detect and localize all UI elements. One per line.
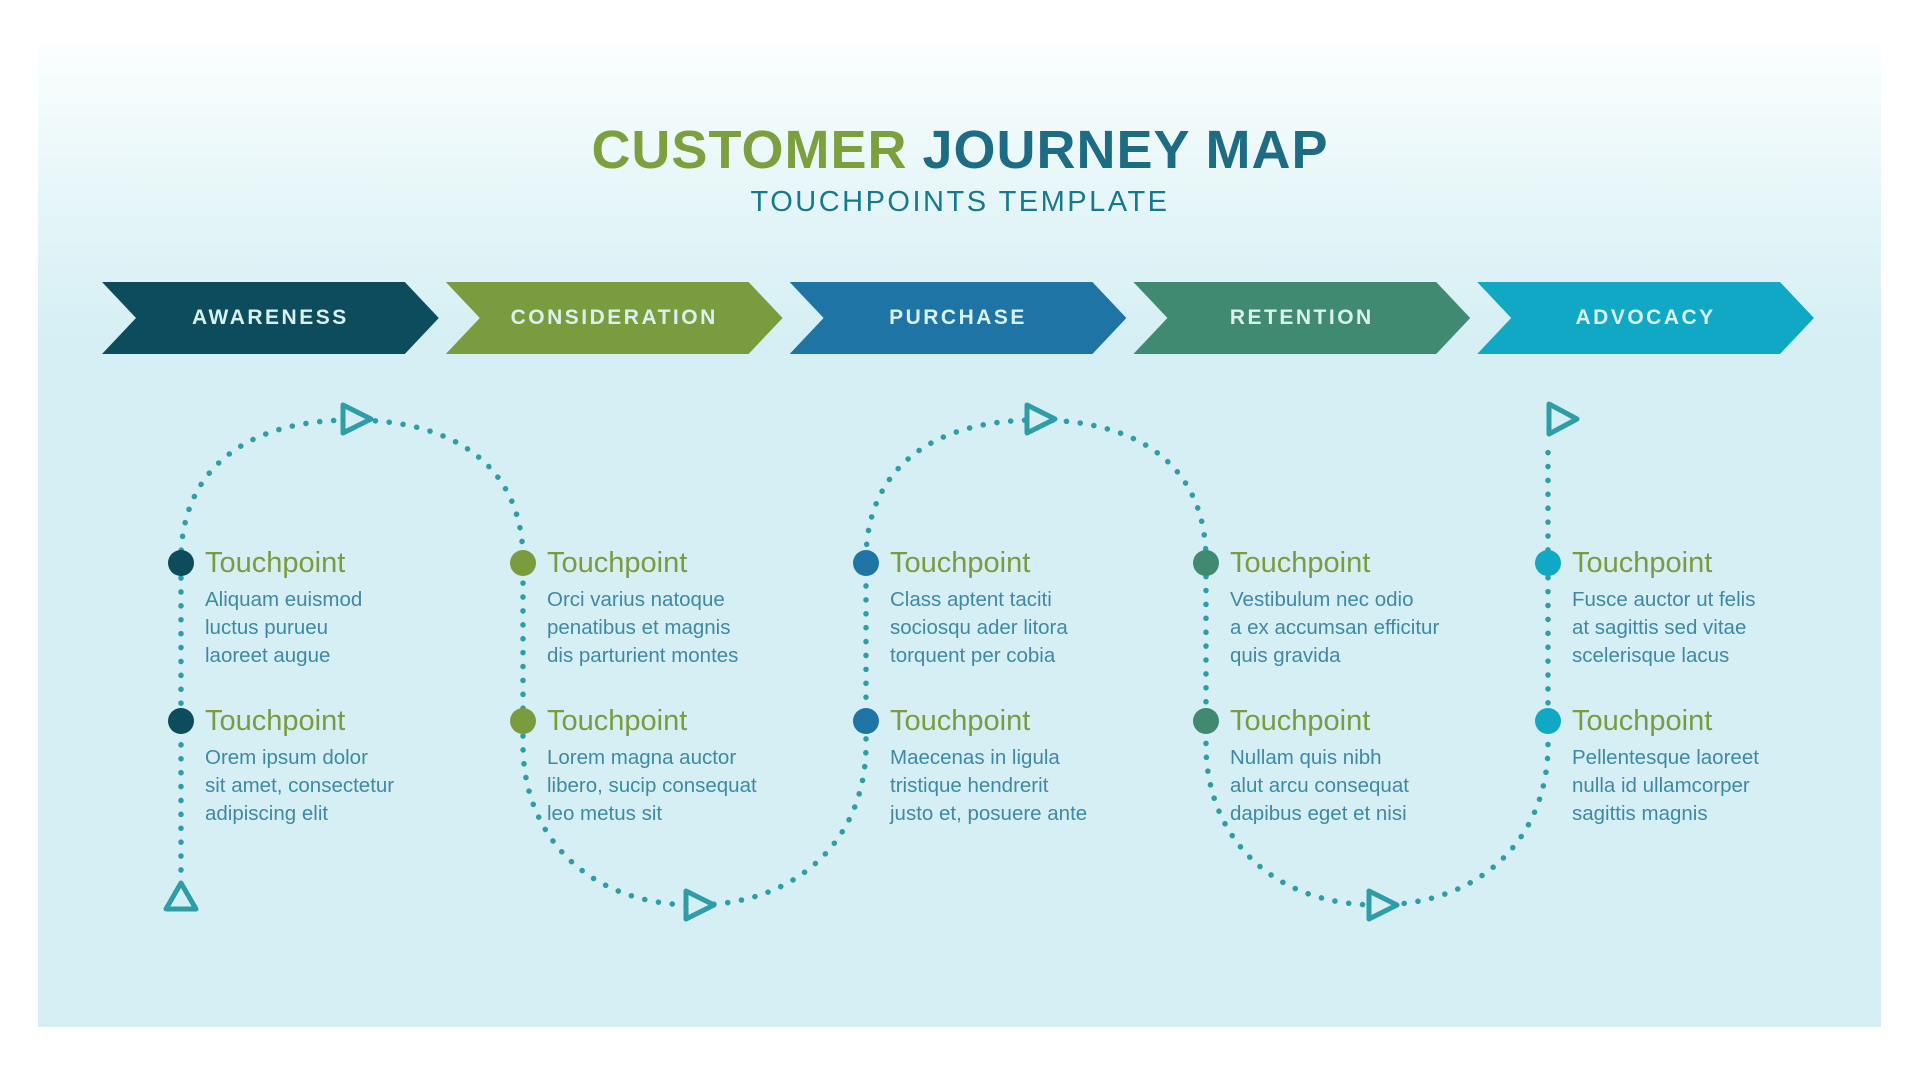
page-title-word-journey-map: JOURNEY MAP bbox=[922, 120, 1329, 180]
touchpoint-item: Touchpoint Aliquam euismod luctus purueu… bbox=[168, 546, 362, 670]
touchpoint-item: Touchpoint Class aptent taciti sociosqu … bbox=[853, 546, 1068, 670]
touchpoint-description-line: Aliquam euismod bbox=[205, 588, 363, 611]
touchpoint-bullet-icon bbox=[168, 550, 194, 576]
touchpoint-description-line: laoreet augue bbox=[205, 644, 331, 667]
stage-banner-label: ADVOCACY bbox=[1575, 306, 1716, 329]
touchpoint-title: Touchpoint bbox=[890, 705, 1031, 737]
touchpoint-description-line: torquent per cobia bbox=[890, 644, 1056, 667]
touchpoint-description-line: nulla id ullamcorper bbox=[1572, 774, 1750, 797]
touchpoint-description-line: Nullam quis nibh bbox=[1230, 746, 1382, 769]
touchpoint-description-line: sociosqu ader litora bbox=[890, 616, 1068, 639]
touchpoint-description: Vestibulum nec odio a ex accumsan effici… bbox=[1230, 586, 1439, 670]
touchpoint-description: Nullam quis nibh alut arcu consequat dap… bbox=[1230, 744, 1409, 828]
touchpoint-bullet-icon bbox=[1535, 550, 1561, 576]
touchpoint-description-line: at sagittis sed vitae bbox=[1572, 616, 1747, 639]
stage-banner-consideration: CONSIDERATION bbox=[446, 282, 783, 354]
stage-banner-label: RETENTION bbox=[1229, 306, 1374, 329]
touchpoint-description-line: justo et, posuere ante bbox=[890, 802, 1088, 825]
touchpoint-description-line: Pellentesque laoreet bbox=[1572, 746, 1759, 769]
touchpoint-bullet-icon bbox=[1193, 708, 1219, 734]
touchpoint-description: Aliquam euismod luctus purueu laoreet au… bbox=[205, 586, 362, 670]
touchpoint-title: Touchpoint bbox=[547, 705, 688, 737]
touchpoint-description-line: sagittis magnis bbox=[1572, 802, 1708, 825]
touchpoint-description: Class aptent taciti sociosqu ader litora… bbox=[890, 586, 1068, 670]
page-title-word-customer: CUSTOMER bbox=[591, 120, 908, 180]
touchpoint-title: Touchpoint bbox=[1230, 705, 1371, 737]
touchpoint-title: Touchpoint bbox=[1572, 547, 1713, 579]
touchpoint-bullet-icon bbox=[510, 708, 536, 734]
touchpoint-description-line: adipiscing elit bbox=[205, 802, 329, 825]
touchpoint-description-line: penatibus et magnis bbox=[547, 616, 731, 639]
touchpoint-item: Touchpoint Fusce auctor ut felis at sagi… bbox=[1535, 546, 1755, 670]
stage-banner-row: AWARENESS CONSIDERATION PURCHASE RETENTI… bbox=[102, 282, 1814, 354]
touchpoint-bullet-icon bbox=[168, 708, 194, 734]
touchpoint-description-line: Maecenas in ligula bbox=[890, 746, 1060, 769]
touchpoint-item: Touchpoint Lorem magna auctor libero, su… bbox=[510, 704, 757, 828]
touchpoint-bullet-icon bbox=[1193, 550, 1219, 576]
touchpoint-bullet-icon bbox=[510, 550, 536, 576]
touchpoint-description-line: libero, sucip consequat bbox=[547, 774, 757, 797]
touchpoint-description-line: scelerisque lacus bbox=[1572, 644, 1730, 667]
touchpoint-title: Touchpoint bbox=[1572, 705, 1713, 737]
stage-banner-label: AWARENESS bbox=[192, 306, 349, 329]
touchpoint-item: Touchpoint Nullam quis nibh alut arcu co… bbox=[1193, 704, 1409, 828]
touchpoint-description-line: Vestibulum nec odio bbox=[1230, 588, 1414, 611]
touchpoint-item: Touchpoint Orci varius natoque penatibus… bbox=[510, 546, 738, 670]
touchpoint-item: Touchpoint Orem ipsum dolor sit amet, co… bbox=[168, 704, 394, 828]
touchpoint-description: Orci varius natoque penatibus et magnis … bbox=[547, 586, 738, 670]
touchpoint-title: Touchpoint bbox=[205, 705, 346, 737]
touchpoint-description-line: a ex accumsan efficitur bbox=[1230, 616, 1440, 639]
touchpoint-title: Touchpoint bbox=[205, 547, 346, 579]
touchpoint-item: Touchpoint Vestibulum nec odio a ex accu… bbox=[1193, 546, 1439, 670]
stage-banner-awareness: AWARENESS bbox=[102, 282, 439, 354]
touchpoint-description-line: quis gravida bbox=[1230, 644, 1341, 667]
touchpoint-title: Touchpoint bbox=[1230, 547, 1371, 579]
page-subtitle: TOUCHPOINTS TEMPLATE bbox=[750, 186, 1170, 218]
touchpoint-description-line: alut arcu consequat bbox=[1230, 774, 1409, 797]
touchpoint-item: Touchpoint Maecenas in ligula tristique … bbox=[853, 704, 1087, 828]
stage-banner-purchase: PURCHASE bbox=[790, 282, 1127, 354]
touchpoint-description-line: luctus purueu bbox=[205, 616, 329, 639]
touchpoint-description-line: tristique hendrerit bbox=[890, 774, 1049, 797]
touchpoint-title: Touchpoint bbox=[547, 547, 688, 579]
touchpoint-description-line: sit amet, consectetur bbox=[205, 774, 395, 797]
touchpoint-bullet-icon bbox=[1535, 708, 1561, 734]
touchpoint-description-line: Orci varius natoque bbox=[547, 588, 725, 611]
touchpoint-description-line: Orem ipsum dolor bbox=[205, 746, 368, 769]
touchpoint-description: Lorem magna auctor libero, sucip consequ… bbox=[547, 744, 757, 828]
touchpoint-bullet-icon bbox=[853, 708, 879, 734]
stage-banner-retention: RETENTION bbox=[1133, 282, 1470, 354]
touchpoint-title: Touchpoint bbox=[890, 547, 1031, 579]
touchpoint-description-line: Class aptent taciti bbox=[890, 588, 1052, 611]
touchpoint-description-line: leo metus sit bbox=[547, 802, 663, 825]
touchpoint-description: Orem ipsum dolor sit amet, consectetur a… bbox=[205, 744, 394, 828]
stage-banner-advocacy: ADVOCACY bbox=[1477, 282, 1814, 354]
touchpoint-description: Pellentesque laoreet nulla id ullamcorpe… bbox=[1572, 744, 1759, 828]
touchpoint-item: Touchpoint Pellentesque laoreet nulla id… bbox=[1535, 704, 1759, 828]
stage-banner-label: PURCHASE bbox=[889, 306, 1027, 329]
touchpoint-bullet-icon bbox=[853, 550, 879, 576]
touchpoint-description: Fusce auctor ut felis at sagittis sed vi… bbox=[1572, 586, 1755, 670]
touchpoint-description-line: Fusce auctor ut felis bbox=[1572, 588, 1756, 611]
touchpoint-description: Maecenas in ligula tristique hendrerit j… bbox=[890, 744, 1087, 828]
touchpoint-description-line: dapibus eget et nisi bbox=[1230, 802, 1407, 825]
stage-banner-label: CONSIDERATION bbox=[510, 306, 718, 329]
touchpoint-description-line: Lorem magna auctor bbox=[547, 746, 737, 769]
touchpoint-description-line: dis parturient montes bbox=[547, 644, 739, 667]
